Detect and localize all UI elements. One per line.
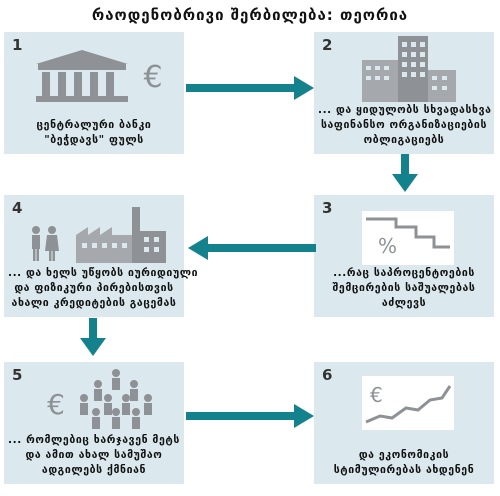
panel-number: 1 <box>12 36 23 54</box>
panel-6-stimulus: 6 € და ეკონომიკის სტიმულირებას ახდენენ <box>314 362 494 484</box>
office-buildings-icon <box>362 36 456 102</box>
caption-line: ობლიგაციებს <box>363 134 445 146</box>
euro-symbol: € <box>370 383 383 407</box>
euro-icon: € <box>143 60 162 95</box>
panel-2-bonds: 2 ... და ყიდულობს სხვადასხვა საფინანსო ო… <box>314 32 494 154</box>
panel-1-central-bank: 1 € ცენტრალური ბანკი "ბეჭდავს" ფულს <box>4 32 184 154</box>
panel-number: 6 <box>322 366 333 384</box>
panel-3-interest-rates: 3 % ...რაც საპროცენტოების შემცირების საშ… <box>314 195 494 317</box>
interest-rate-chart-icon: % <box>362 211 454 265</box>
panel-caption: ... და ყიდულობს სხვადასხვა საფინანსო ორგ… <box>318 103 492 148</box>
panel-5-spending: 5 € ... რომლებიც ხარჯავენ მეტს და ამით ა… <box>4 362 184 484</box>
caption-line: ახალი კრედიტების გაცემას <box>11 297 177 309</box>
panel-number: 3 <box>322 199 333 217</box>
caption-line: და ეკონომიკის <box>358 449 450 461</box>
caption-line: და ფიზიკური პირებისთვის <box>14 282 174 294</box>
panel-number: 5 <box>12 366 23 384</box>
caption-line: ... და ყიდულობს სხვადასხვა <box>318 104 492 116</box>
percent-symbol: % <box>378 234 397 258</box>
crowd-icon <box>80 369 152 429</box>
bank-building-icon <box>36 50 128 102</box>
caption-line: "ბეჭდავს" ფულს <box>44 134 144 146</box>
factory-icon <box>76 207 166 263</box>
arrow-1-to-2 <box>186 76 314 100</box>
euro-symbol: € <box>47 388 65 421</box>
arrow-3-to-4 <box>188 236 316 260</box>
panel-caption: და ეკონომიკის სტიმულირებას ახდენენ <box>318 448 490 478</box>
caption-line: საფინანსო ორგანიზაციების <box>320 119 488 131</box>
panel-caption: ცენტრალური ბანკი "ბეჭდავს" ფულს <box>8 118 180 148</box>
arrow-4-to-5 <box>80 318 106 356</box>
panel-number: 4 <box>12 199 23 217</box>
panel-caption: ... რომლებიც ხარჯავენ მეტს და ამით ახალ … <box>8 433 180 478</box>
growth-chart-icon: € <box>362 376 454 430</box>
panel-number: 2 <box>322 36 333 54</box>
people-icon <box>32 226 59 261</box>
arrow-5-to-6 <box>186 404 314 428</box>
caption-line: და ამით ახალ სამუშაო <box>25 449 163 461</box>
panel-caption: ...რაც საპროცენტოების შემცირების საშუალე… <box>318 266 490 311</box>
caption-line: სტიმულირებას ახდენენ <box>333 464 475 476</box>
caption-line: ... და ხელს უწყობს იურიდიული <box>8 267 199 279</box>
caption-line: ცენტრალური ბანკი <box>36 119 152 131</box>
euro-icon: € <box>47 388 65 421</box>
diagram-title: რაოდენობრივი შერბილება: თეორია <box>91 6 409 24</box>
euro-symbol: € <box>143 60 162 95</box>
caption-line: ...რაც საპროცენტოების <box>333 267 475 279</box>
caption-line: ადგილებს ქმნიან <box>41 464 147 476</box>
panel-4-credit: 4 ... და ხელს უწყობს იურიდიული და ფიზიკუ… <box>4 195 199 317</box>
caption-line: შემცირების საშუალებას <box>332 282 476 294</box>
arrow-2-to-3 <box>392 154 418 192</box>
panel-caption: ... და ხელს უწყობს იურიდიული და ფიზიკური… <box>8 266 199 311</box>
caption-line: აძლევს <box>381 297 427 309</box>
caption-line: ... რომლებიც ხარჯავენ მეტს <box>8 434 180 446</box>
